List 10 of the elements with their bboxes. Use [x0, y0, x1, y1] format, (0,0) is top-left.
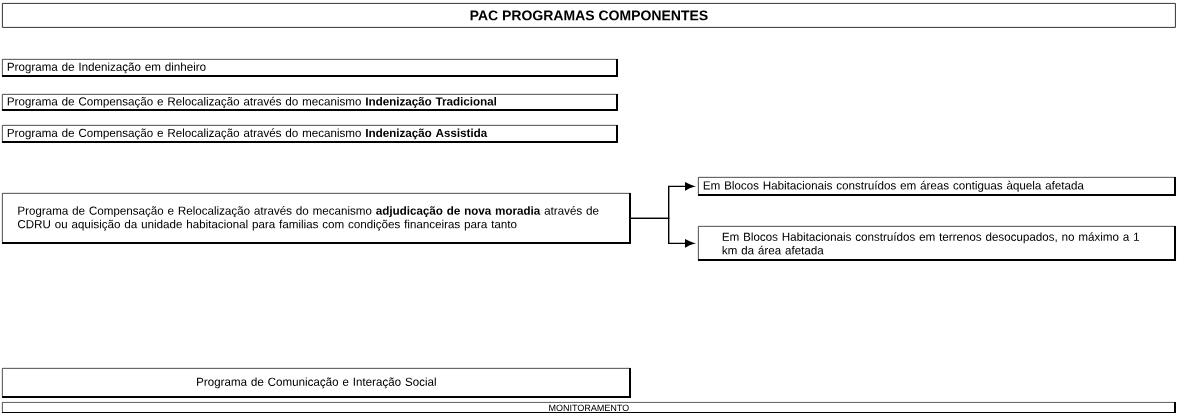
program-box: Programa de Compensação e Relocalização através do mecanismo Indenização Tradicional	[1, 93, 618, 111]
arrow	[630, 217, 695, 248]
program-box: Programa de Indenização em dinheiro	[1, 58, 618, 77]
program-box: Programa de Compensação e Relocalização através do mecanismo adjudicação de nova moradia através de CDRU ou aquisição da unidade habitacional para familias com condições financeiras para tanto	[1, 192, 631, 244]
program-box: MONITORAMENTO	[1, 401, 1176, 413]
program-box: Programa de Comunicação e Interação Social	[1, 367, 631, 398]
title-box: PAC PROGRAMAS COMPONENTES	[2, 3, 1176, 28]
program-box: Programa de Compensação e Relocalização através do mecanismo Indenização Assistida	[1, 124, 618, 143]
program-box: Em Blocos Habitacionais construídos em terrenos desocupados, no máximo a 1 km da área afetada	[697, 225, 1176, 261]
program-box: Em Blocos Habitacionais construídos em áreas contiguas àquela afetada	[697, 176, 1176, 196]
